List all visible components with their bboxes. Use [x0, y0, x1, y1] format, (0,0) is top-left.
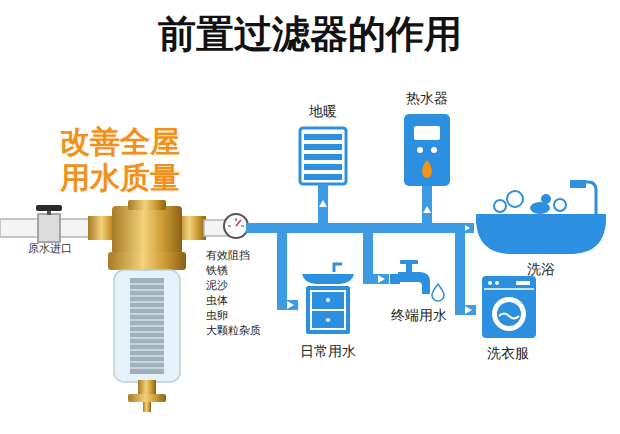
node-text: 虫卵 — [206, 308, 228, 323]
inlet-pipe — [0, 205, 92, 242]
pipe-line — [268, 228, 476, 310]
inlet-label: 原水进口 — [28, 242, 98, 256]
laundry-node: 洗衣服 — [476, 270, 540, 362]
water-heater-icon — [404, 114, 450, 202]
basin-cabinet-icon — [302, 264, 354, 334]
water-pipe — [268, 228, 389, 283]
title: 前置过滤器的作用 — [0, 12, 620, 58]
filter-node: 有效阻挡铁锈泥沙虫体虫卵大颗粒杂质 — [206, 212, 268, 340]
radiator-icon — [300, 128, 346, 196]
faucet-icon — [390, 260, 444, 301]
bathtub-icon — [476, 180, 606, 254]
node-text: 泥沙 — [206, 278, 228, 293]
arrowhead — [423, 206, 431, 213]
slogan-text: 改善全屋 用水质量 — [60, 124, 210, 196]
node-text: 有效阻挡 — [206, 248, 250, 263]
washing-machine-icon — [482, 276, 536, 338]
node-text: 虫体 — [206, 293, 228, 308]
node-text: 终端用水 — [391, 306, 447, 324]
arrowhead — [465, 306, 472, 314]
arrowhead — [287, 301, 294, 309]
node-text: 大颗粒杂质 — [206, 323, 261, 338]
node-text: 热水器 — [406, 89, 448, 107]
pipe-line — [268, 228, 298, 305]
floor-heating-node: 地暖 — [290, 102, 356, 196]
daily-water-node: 日常用水 — [298, 262, 358, 360]
terminal-water-node: 终端用水 — [389, 258, 449, 324]
gauge — [204, 214, 270, 238]
pipe-line — [268, 228, 389, 279]
arrowhead — [319, 200, 327, 207]
bath-node: 洗浴 — [474, 190, 608, 278]
node-text: 洗浴 — [527, 260, 555, 278]
node-text: 地暖 — [309, 102, 337, 120]
node-text: 铁锈 — [206, 263, 228, 278]
filter-body — [88, 200, 206, 412]
water-pipe — [268, 228, 476, 314]
water-heater-node: 热水器 — [396, 89, 458, 202]
arrowhead — [378, 275, 385, 283]
node-text: 洗衣服 — [487, 344, 529, 362]
water-pipe — [268, 228, 298, 309]
node-text: 日常用水 — [300, 342, 356, 360]
